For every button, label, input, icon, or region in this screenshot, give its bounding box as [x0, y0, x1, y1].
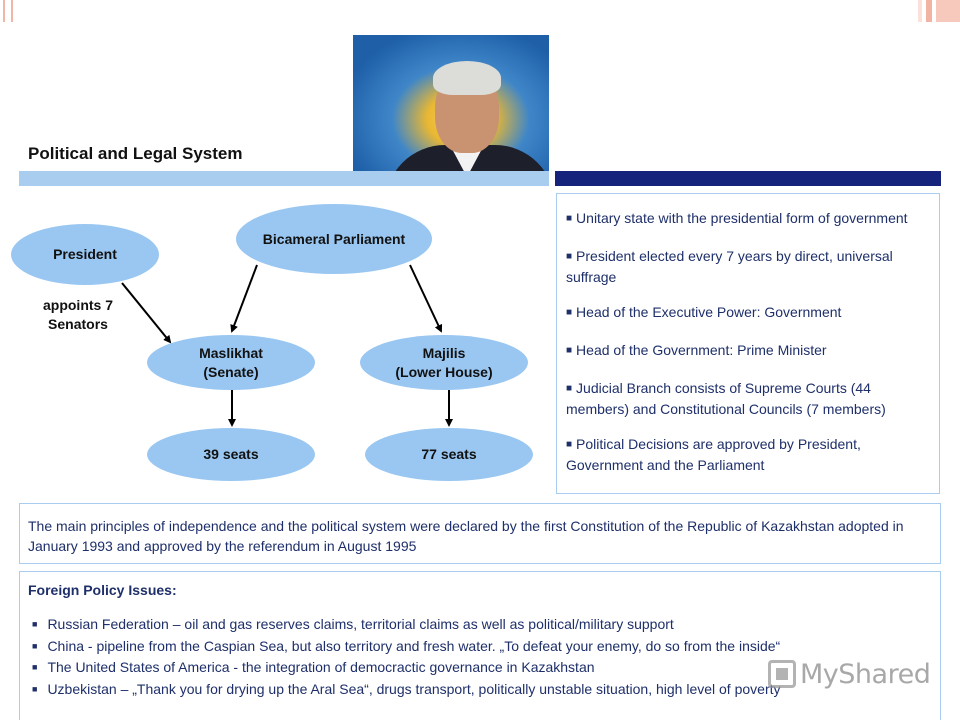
- foreign-policy-item: ■ China - pipeline from the Caspian Sea, …: [28, 637, 932, 659]
- foreign-policy-box: Foreign Policy Issues: ■ Russian Federati…: [19, 571, 941, 720]
- arrow-parliament-to-lower: [409, 264, 443, 333]
- section-title: Political and Legal System: [28, 144, 243, 163]
- fact-text: Political Decisions are approved by Pres…: [566, 436, 861, 473]
- fact-item: ■Head of the Executive Power: Government: [566, 303, 931, 324]
- foreign-policy-text: China - pipeline from the Caspian Sea, b…: [47, 637, 781, 654]
- bullet-icon: ■: [32, 619, 38, 629]
- lower-house-node: Majilis (Lower House): [360, 335, 528, 390]
- fact-item: ■President elected every 7 years by dire…: [566, 247, 931, 286]
- bullet-icon: ■: [566, 383, 573, 394]
- watermark-text: MyShared: [800, 658, 931, 690]
- fact-item: ■Unitary state with the presidential for…: [566, 209, 931, 230]
- fact-item: ■Judicial Branch consists of Supreme Cou…: [566, 379, 931, 418]
- foreign-policy-title: Foreign Policy Issues:: [28, 582, 177, 598]
- title-underline-bar-light: [19, 171, 549, 186]
- appoints-senators-label: appoints 7 Senators: [42, 297, 113, 332]
- bullet-icon: ■: [32, 662, 38, 672]
- fact-text: Head of the Government: Prime Minister: [576, 342, 827, 358]
- foreign-policy-item: ■ Russian Federation – oil and gas reserv…: [28, 615, 932, 637]
- foreign-policy-text: The United States of America - the integ…: [47, 659, 595, 675]
- bullet-icon: ■: [566, 251, 573, 262]
- facts-box: ■Unitary state with the presidential for…: [556, 193, 940, 494]
- foreign-policy-text: Uzbekistan – „Thank you for drying up th…: [47, 680, 781, 697]
- watermark-icon: [768, 660, 796, 688]
- bullet-icon: ■: [566, 307, 573, 318]
- bullet-icon: ■: [566, 345, 573, 356]
- watermark-logo: MyShared: [768, 656, 931, 692]
- fact-item: ■Head of the Government: Prime Minister: [566, 341, 931, 362]
- principles-box: The main principles of independence and …: [19, 503, 941, 564]
- foreign-policy-text: Russian Federation – oil and gas reserve…: [47, 616, 674, 632]
- fact-text: Judicial Branch consists of Supreme Cour…: [566, 380, 886, 417]
- foreign-policy-item: ■ The United States of America - the inte…: [28, 658, 932, 680]
- foreign-policy-item: ■ Uzbekistan – „Thank you for drying up t…: [28, 680, 932, 702]
- bullet-icon: ■: [32, 683, 38, 694]
- arrow-president-to-senate: [121, 282, 172, 344]
- fact-text: Unitary state with the presidential form…: [576, 210, 908, 226]
- corner-decoration-left: [3, 0, 13, 22]
- parliament-node: Bicameral Parliament: [236, 204, 432, 274]
- bullet-icon: ■: [566, 213, 573, 224]
- senate-seats-node: 39 seats: [147, 428, 315, 481]
- president-portrait: [353, 35, 549, 175]
- bullet-icon: ■: [32, 640, 38, 651]
- fact-text: President elected every 7 years by direc…: [566, 248, 893, 285]
- bullet-icon: ■: [566, 439, 573, 450]
- corner-decoration-right: [918, 0, 960, 22]
- lower-house-seats-node: 77 seats: [365, 428, 533, 481]
- portrait-hair: [433, 61, 501, 95]
- senate-node: Maslikhat (Senate): [147, 335, 315, 390]
- fact-text: Head of the Executive Power: Government: [576, 304, 842, 320]
- arrow-parliament-to-senate: [230, 264, 258, 333]
- fact-item: ■Political Decisions are approved by Pre…: [566, 435, 931, 474]
- president-node: President: [11, 224, 159, 285]
- title-underline-bar-dark: [555, 171, 941, 186]
